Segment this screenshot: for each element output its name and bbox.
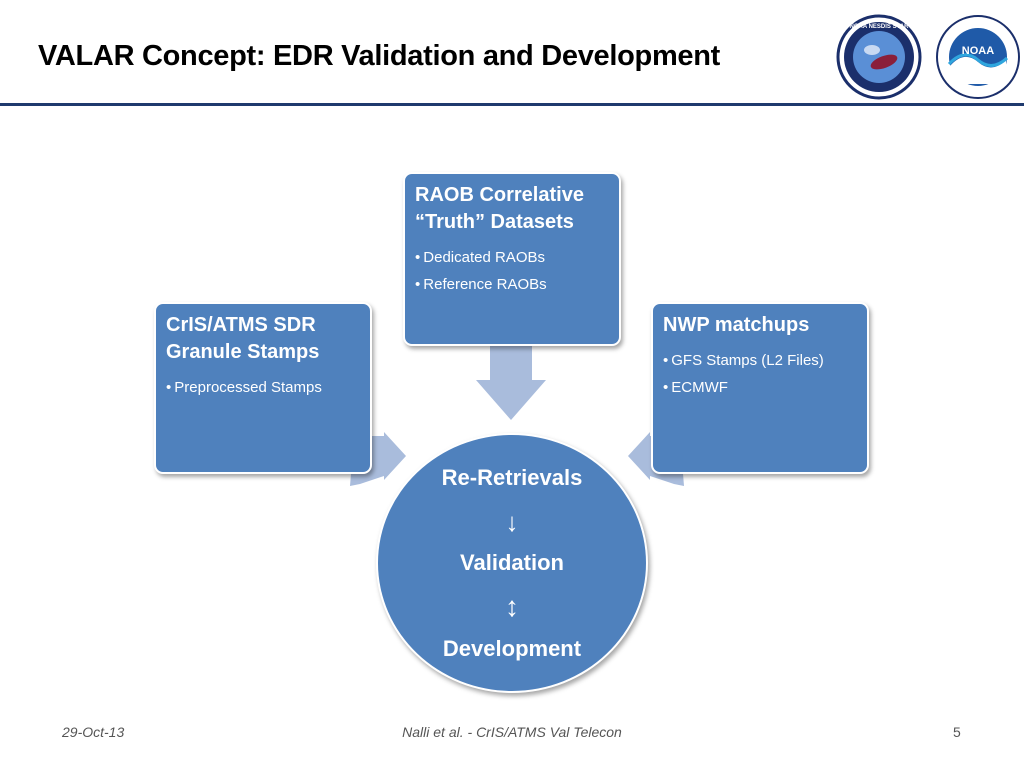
raob-bullet-list: Dedicated RAOBs Reference RAOBs — [415, 244, 609, 298]
noaa-nesdis-star-seal-icon: NOAA NESDIS STAR — [836, 14, 922, 100]
re-retrievals-label: Re-Retrievals — [441, 465, 583, 490]
raob-heading-line1: RAOB Correlative — [415, 184, 584, 206]
list-item: ECMWF — [663, 374, 857, 401]
nwp-heading-line1: NWP matchups — [663, 314, 810, 336]
list-item: Reference RAOBs — [415, 271, 609, 298]
list-item: GFS Stamps (L2 Files) — [663, 347, 857, 374]
sdr-heading-line2: Granule Stamps — [166, 341, 320, 363]
down-arrow-symbol: ↓ — [505, 507, 519, 537]
raob-box-heading: RAOB Correlative “Truth” Datasets — [415, 182, 609, 236]
sdr-bullet-list: Preprocessed Stamps — [166, 374, 360, 401]
footer-date: 29-Oct-13 — [62, 724, 125, 740]
noaa-seal-icon: NOAA — [936, 15, 1020, 99]
list-item: Preprocessed Stamps — [166, 374, 360, 401]
nwp-box-heading: NWP matchups — [663, 312, 857, 339]
development-label: Development — [442, 636, 582, 661]
nwp-matchups-box: NWP matchups GFS Stamps (L2 Files) ECMWF — [651, 302, 869, 474]
sdr-heading-line1: CrIS/ATMS SDR — [166, 314, 316, 336]
list-item: Dedicated RAOBs — [415, 244, 609, 271]
raob-heading-line2: “Truth” Datasets — [415, 211, 574, 233]
up-down-arrow-symbol: ↕ — [505, 591, 519, 622]
slide-title: VALAR Concept: EDR Validation and Develo… — [38, 40, 721, 72]
svg-text:NOAA NESDIS STAR: NOAA NESDIS STAR — [849, 24, 909, 30]
raob-datasets-box: RAOB Correlative “Truth” Datasets Dedica… — [403, 172, 621, 346]
svg-text:NOAA: NOAA — [962, 45, 994, 57]
center-process-circle: Re-Retrievals ↓ Validation ↕ Development — [376, 433, 648, 693]
footer-center-text: Nalli et al. - CrIS/ATMS Val Telecon — [402, 724, 622, 740]
sdr-granule-stamps-box: CrIS/ATMS SDR Granule Stamps Preprocesse… — [154, 302, 372, 474]
page-number: 5 — [953, 724, 961, 740]
down-arrow-icon — [476, 342, 546, 420]
validation-label: Validation — [460, 550, 564, 575]
sdr-box-heading: CrIS/ATMS SDR Granule Stamps — [166, 312, 360, 366]
nwp-bullet-list: GFS Stamps (L2 Files) ECMWF — [663, 347, 857, 401]
title-divider — [0, 103, 1024, 106]
